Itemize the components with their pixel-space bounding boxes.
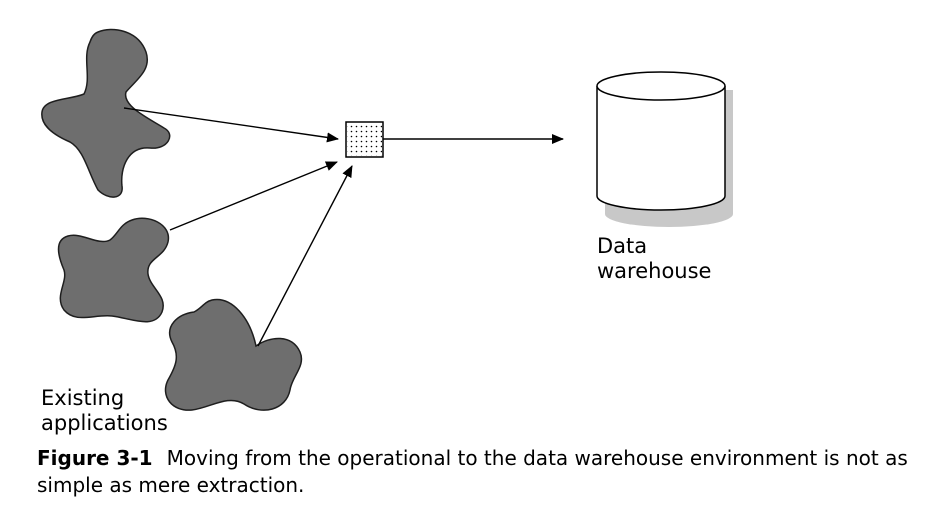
warehouse-label-line2: warehouse <box>597 259 712 283</box>
warehouse-label: Data warehouse <box>597 234 711 284</box>
diagram-canvas <box>41 28 733 411</box>
application-blob-3 <box>164 298 303 411</box>
figure-number: Figure 3-1 <box>37 446 153 470</box>
applications-label-line2: applications <box>41 411 168 435</box>
figure-caption-text: Moving from the operational to the data … <box>37 446 908 497</box>
arrow-app2-to-transform <box>169 161 338 231</box>
application-blob-1 <box>41 28 171 198</box>
warehouse-cylinder-icon <box>596 71 726 211</box>
application-blob-2 <box>57 217 170 323</box>
applications-label-line1: Existing <box>41 386 125 410</box>
arrow-app1-to-transform <box>123 107 339 143</box>
applications-label: Existing applications <box>41 386 168 436</box>
arrow-app3-to-transform <box>257 165 353 347</box>
transform-box-dots <box>347 123 382 156</box>
warehouse-label-line1: Data <box>597 234 648 258</box>
